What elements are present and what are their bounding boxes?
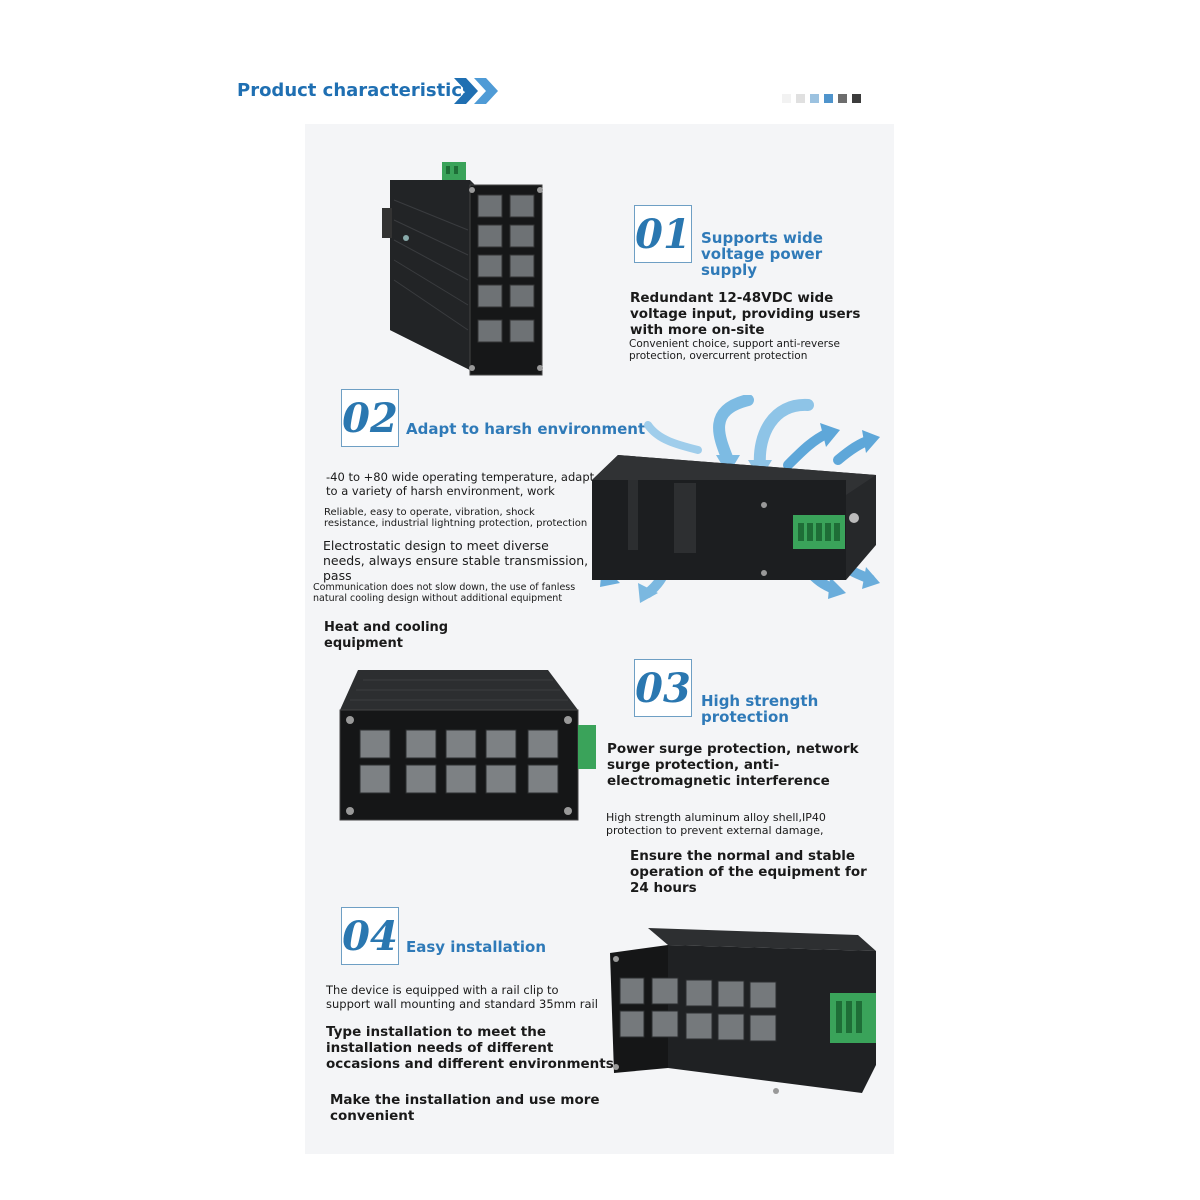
feature-04-line-2: Type installation to meet the installati… <box>326 1024 614 1072</box>
feature-title-02: Adapt to harsh environment <box>406 420 646 438</box>
swatch <box>796 94 805 103</box>
feature-04-line-3: Make the installation and use more conve… <box>330 1092 600 1124</box>
switch-angle-view-image <box>610 928 876 1094</box>
feature-02-line-4: Communication does not slow down, the us… <box>313 582 576 604</box>
swatch <box>852 94 861 103</box>
feature-04-line-1: The device is equipped with a rail clip … <box>326 983 598 1011</box>
feature-02-line-5: Heat and cooling equipment <box>324 620 449 651</box>
switch-side-view-image <box>382 162 543 376</box>
swatch <box>838 94 847 103</box>
swatch <box>824 94 833 103</box>
feature-number-01: 01 <box>634 205 692 263</box>
switch-cooling-image <box>592 395 880 603</box>
feature-02-line-2: Reliable, easy to operate, vibration, sh… <box>324 507 588 529</box>
double-chevron-right-icon <box>454 78 498 104</box>
feature-title-04: Easy installation <box>406 938 547 956</box>
feature-02-line-1: -40 to +80 wide operating temperature, a… <box>326 470 595 498</box>
switch-front-view-image <box>339 670 596 821</box>
feature-note-01: Convenient choice, support anti-reverse … <box>629 338 840 362</box>
color-swatches <box>782 94 861 103</box>
feature-title-03: High strength protection <box>701 692 819 726</box>
feature-heading-01: Redundant 12-48VDC wide voltage input, p… <box>630 290 861 338</box>
feature-03-line-3: Ensure the normal and stable operation o… <box>630 848 867 896</box>
feature-03-line-1: Power surge protection, network surge pr… <box>607 741 859 789</box>
feature-number-03: 03 <box>634 659 692 717</box>
feature-03-line-2: High strength aluminum alloy shell,IP40 … <box>606 811 826 837</box>
section-title: Product characteristics <box>237 80 473 101</box>
swatch <box>782 94 791 103</box>
feature-title-01: Supports wide voltage power supply <box>701 229 823 279</box>
feature-number-04: 04 <box>341 907 399 965</box>
feature-number-02: 02 <box>341 389 399 447</box>
swatch <box>810 94 819 103</box>
feature-02-line-3: Electrostatic design to meet diverse nee… <box>323 538 589 583</box>
